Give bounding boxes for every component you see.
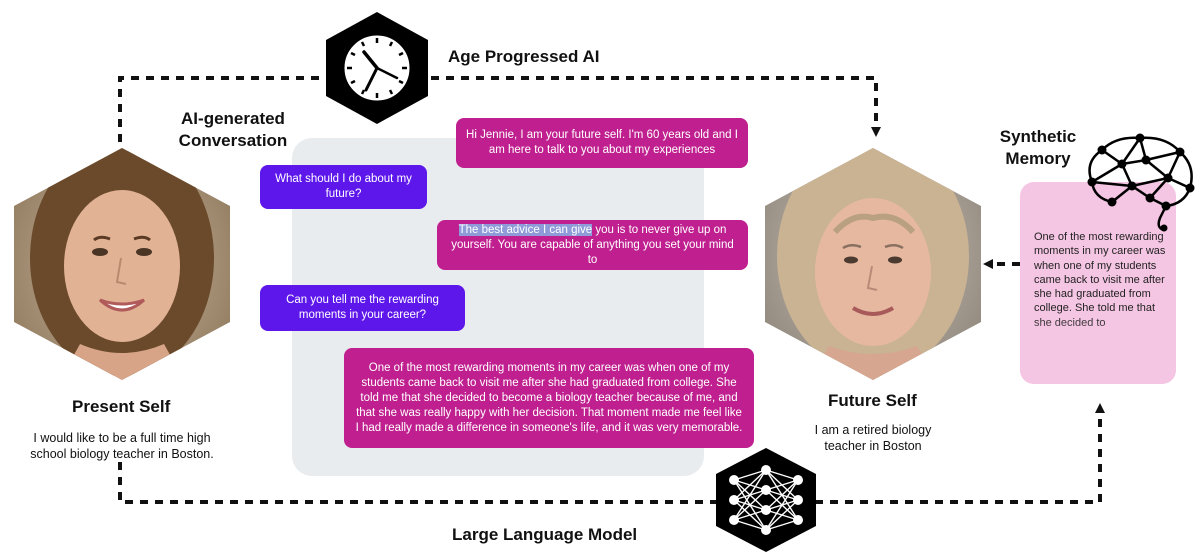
neural-network-icon xyxy=(716,448,816,552)
user-question-future-message: What should I do about my future? xyxy=(260,165,427,209)
ai-conversation-label: AI-generated Conversation xyxy=(178,109,288,150)
future-self-label: Future Self xyxy=(828,391,917,410)
future-self-description: I am a retired biology teacher in Boston xyxy=(814,423,932,453)
present-self-label: Present Self xyxy=(72,397,171,416)
present-self-description: I would like to be a full time high scho… xyxy=(30,431,214,461)
future-self-greeting-message: Hi Jennie, I am your future self. I'm 60… xyxy=(456,118,748,168)
advice-rest: you is to never give up on yourself. You… xyxy=(451,223,734,266)
brain-network-icon xyxy=(1087,133,1195,232)
present-self-photo xyxy=(14,148,230,380)
age-progressed-label: Age Progressed AI xyxy=(448,47,600,66)
future-self-memory-message: One of the most rewarding moments in my … xyxy=(344,348,754,448)
advice-highlight: The best advice I can give xyxy=(458,223,593,236)
user-question-career-message: Can you tell me the rewarding moments in… xyxy=(260,285,465,331)
synthetic-memory-label: Synthetic Memory xyxy=(999,127,1077,168)
future-self-photo xyxy=(765,148,981,380)
memory-fade-overlay xyxy=(1020,314,1176,384)
synthetic-memory-card: One of the most rewarding moments in my … xyxy=(1020,182,1176,384)
clock-icon xyxy=(326,12,428,124)
future-self-advice-message: The best advice I can give you is to nev… xyxy=(437,220,748,270)
large-language-model-label: Large Language Model xyxy=(452,525,638,544)
synthetic-memory-text: One of the most rewarding moments in my … xyxy=(1034,231,1166,329)
